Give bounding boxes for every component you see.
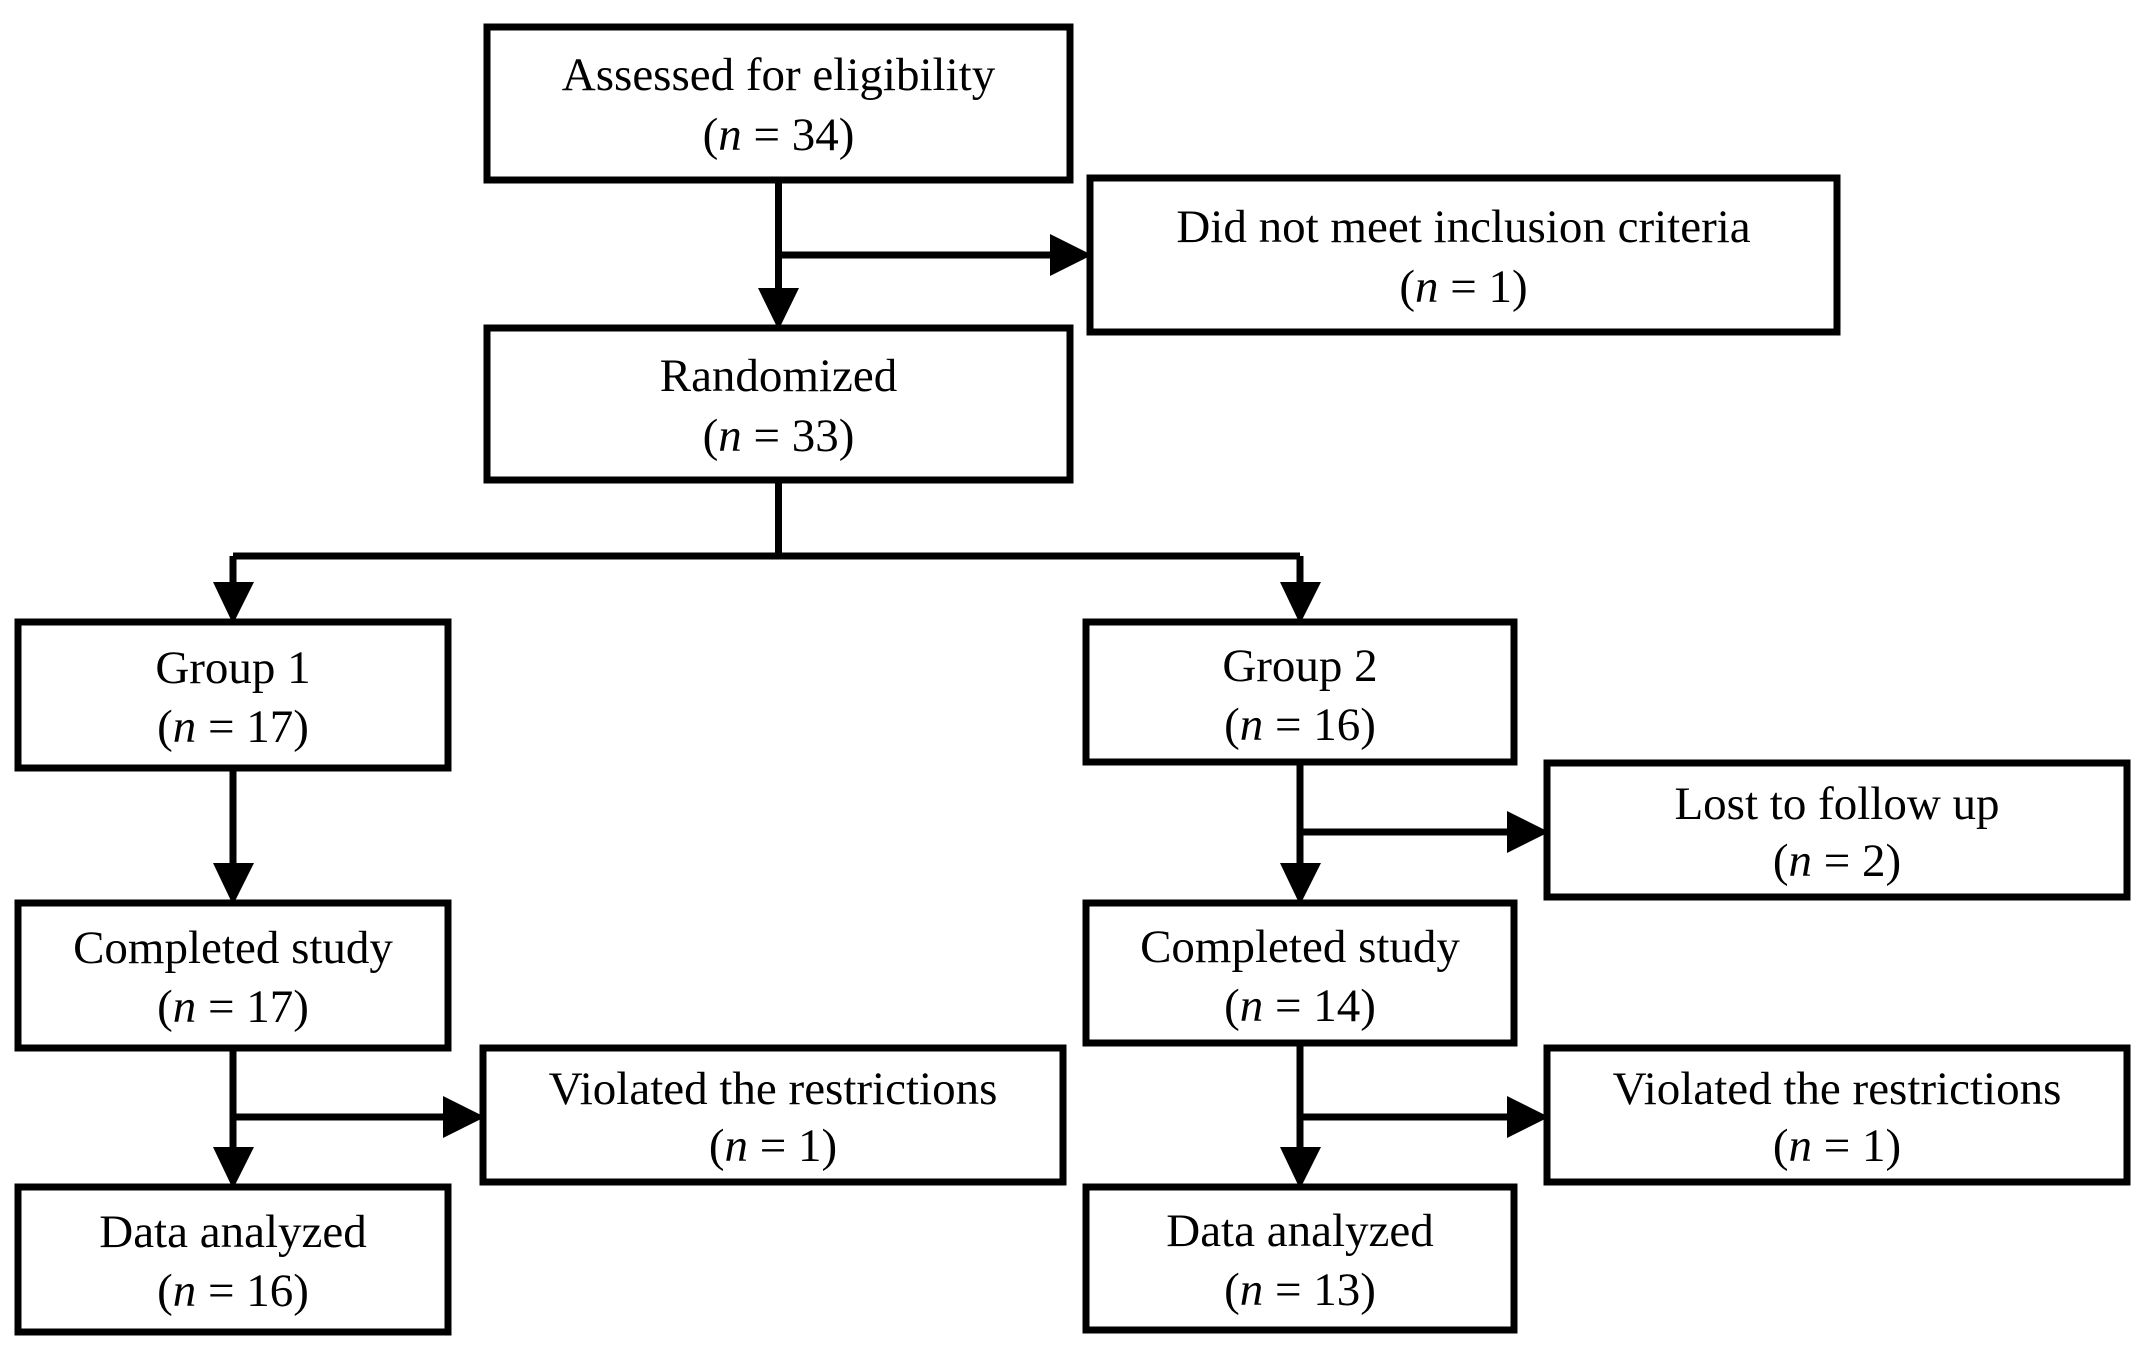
did-not-meet-inclusion-criteria-count: (n = 1) [1399,261,1527,313]
node-group-1: Group 1 (n = 17) [14,618,452,772]
arrowhead-analyzed-1 [213,1147,254,1189]
arrowhead-excluded [1050,234,1092,276]
group-1-box [14,618,452,772]
node-did-not-meet-inclusion-criteria: Did not meet inclusion criteria (n = 1) [1086,174,1841,336]
data-analyzed-group-1-label: Data analyzed [99,1206,366,1258]
did-not-meet-inclusion-criteria-label: Did not meet inclusion criteria [1176,201,1750,253]
node-lost-to-follow-up: Lost to follow up (n = 2) [1543,759,2131,901]
node-completed-study-group-2: Completed study (n = 14) [1082,899,1518,1047]
data-analyzed-group-1-count: (n = 16) [157,1265,309,1317]
completed-study-group-1-label: Completed study [73,922,393,974]
lost-to-follow-up-box [1543,759,2131,901]
violated-the-restrictions-group-1-box [479,1044,1067,1186]
randomized-count: (n = 33) [703,410,855,462]
group-1-count: (n = 17) [157,701,309,753]
node-data-analyzed-group-1: Data analyzed (n = 16) [14,1183,452,1336]
node-violated-the-restrictions-group-2: Violated the restrictions (n = 1) [1543,1044,2131,1186]
arrowhead-completed-1 [213,863,254,905]
data-analyzed-group-2-count: (n = 13) [1224,1264,1376,1316]
arrowhead-group-2 [1280,582,1321,624]
violated-the-restrictions-group-1-count: (n = 1) [709,1120,837,1172]
violated-the-restrictions-group-2-label: Violated the restrictions [1613,1063,2062,1115]
lost-to-follow-up-count: (n = 2) [1773,835,1901,887]
node-assessed-for-eligibility: Assessed for eligibility (n = 34) [483,23,1074,184]
group-2-label: Group 2 [1222,640,1377,692]
completed-study-group-2-label: Completed study [1140,921,1460,973]
data-analyzed-group-2-box [1082,1183,1518,1334]
lost-to-follow-up-label: Lost to follow up [1674,778,1999,830]
node-randomized: Randomized (n = 33) [483,324,1074,484]
arrowhead-group-1 [213,582,254,624]
did-not-meet-inclusion-criteria-box [1086,174,1841,336]
completed-study-group-1-count: (n = 17) [157,981,309,1033]
completed-study-group-2-count: (n = 14) [1224,980,1376,1032]
arrowhead-randomized [758,288,799,330]
completed-study-group-1-box [14,899,452,1052]
node-completed-study-group-1: Completed study (n = 17) [14,899,452,1052]
node-group-2: Group 2 (n = 16) [1082,618,1518,766]
violated-the-restrictions-group-2-count: (n = 1) [1773,1120,1901,1172]
assessed-for-eligibility-box [483,23,1074,184]
arrowhead-completed-2 [1280,863,1321,905]
arrowhead-violated-1 [443,1096,485,1138]
randomized-box [483,324,1074,484]
group-1-label: Group 1 [155,642,310,694]
node-data-analyzed-group-2: Data analyzed (n = 13) [1082,1183,1518,1334]
assessed-for-eligibility-count: (n = 34) [703,109,855,161]
violated-the-restrictions-group-1-label: Violated the restrictions [549,1063,998,1115]
completed-study-group-2-box [1082,899,1518,1047]
arrowhead-analyzed-2 [1280,1147,1321,1189]
node-violated-the-restrictions-group-1: Violated the restrictions (n = 1) [479,1044,1067,1186]
group-2-box [1082,618,1518,766]
connectors-layer [213,180,1549,1189]
randomized-label: Randomized [660,350,898,402]
assessed-for-eligibility-label: Assessed for eligibility [562,49,996,101]
violated-the-restrictions-group-2-box [1543,1044,2131,1186]
arrowhead-violated-2 [1507,1096,1549,1138]
data-analyzed-group-2-label: Data analyzed [1166,1205,1433,1257]
group-2-count: (n = 16) [1224,699,1376,751]
arrowhead-lost-to-follow-up [1507,811,1549,853]
data-analyzed-group-1-box [14,1183,452,1336]
